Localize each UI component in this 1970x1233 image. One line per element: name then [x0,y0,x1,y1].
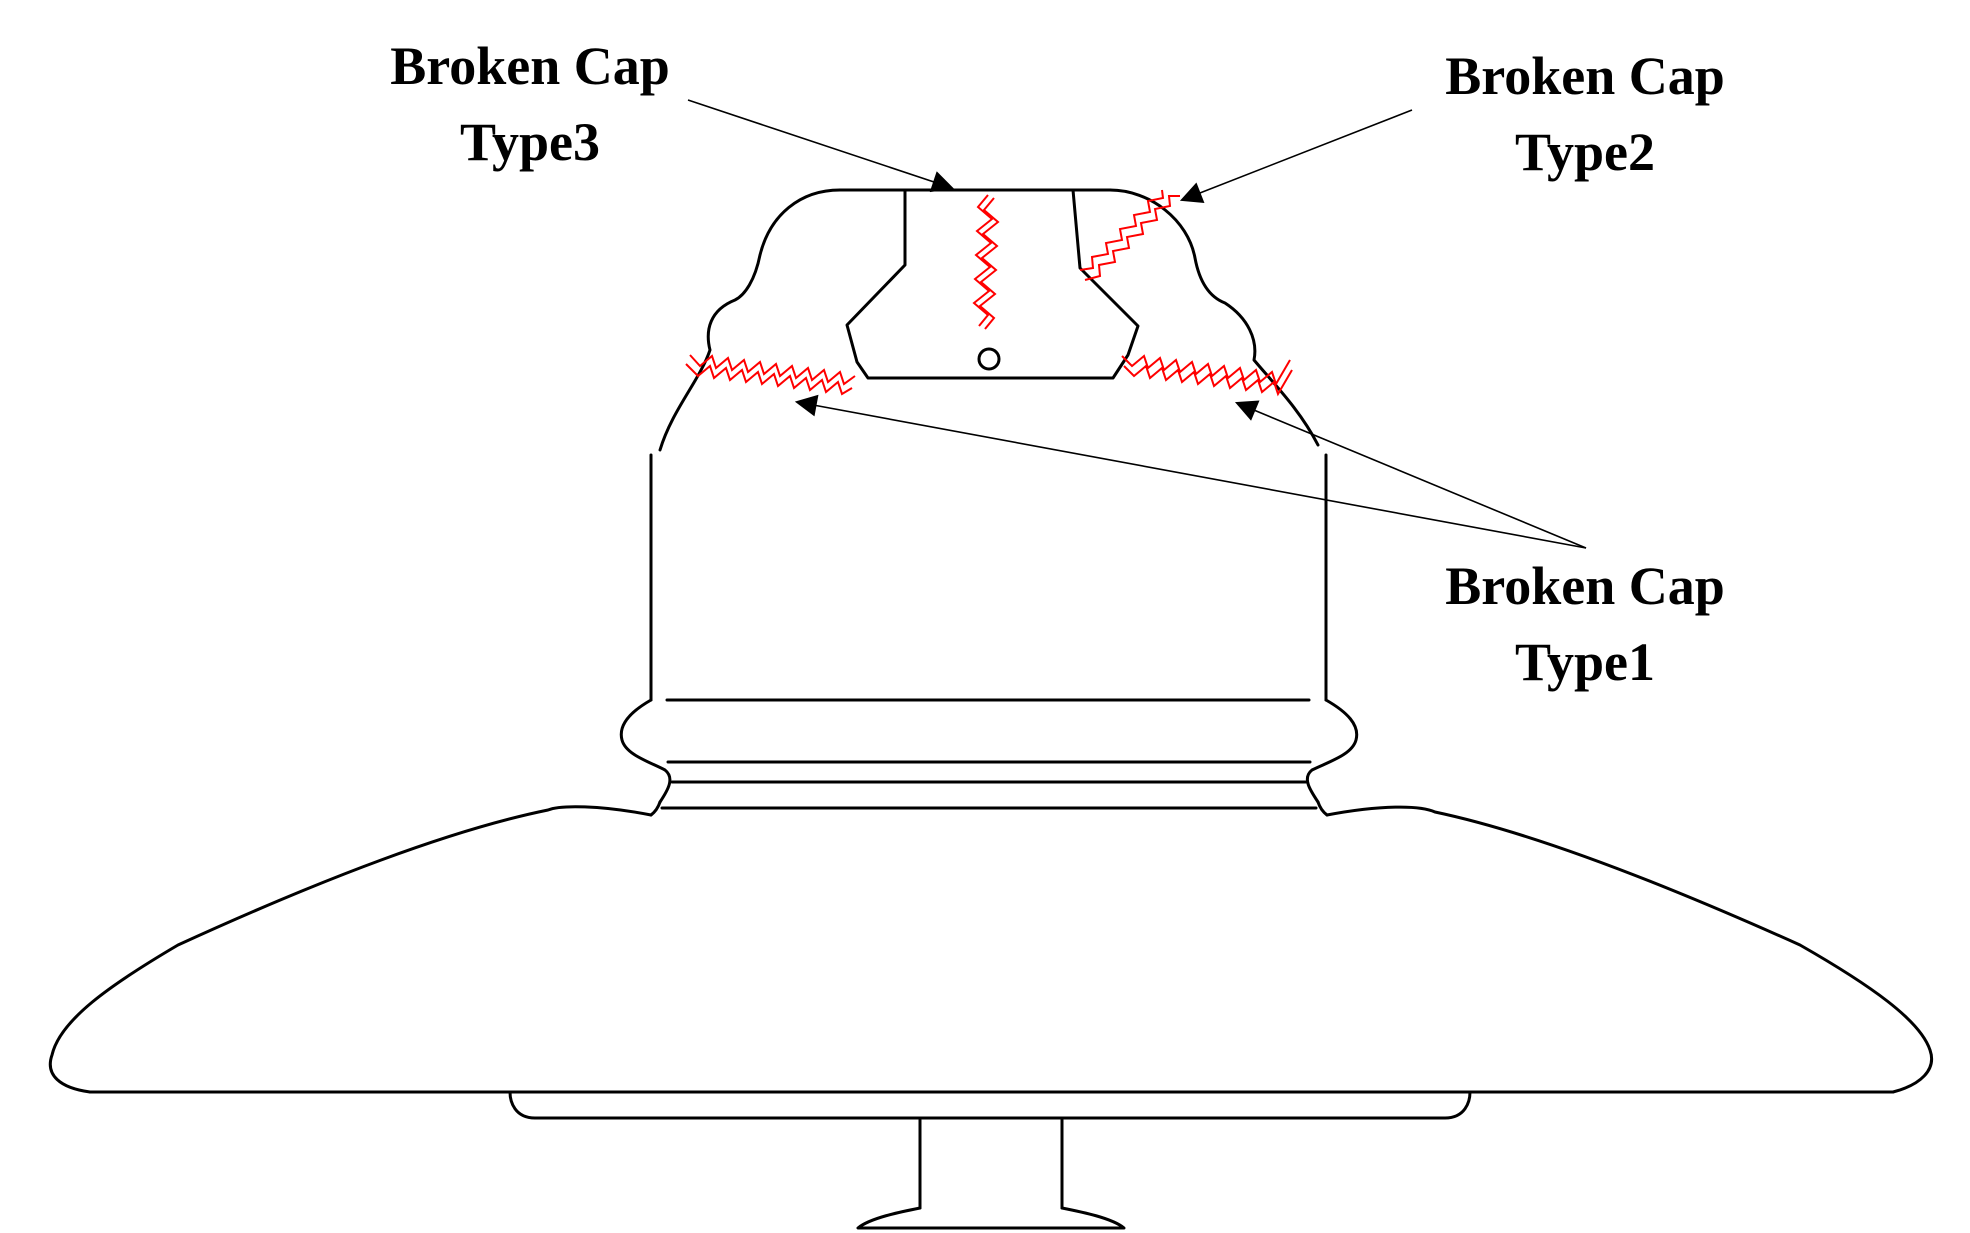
cap-dome-left [658,188,907,452]
insulator-shed [48,805,1933,1120]
crack-type2-b [1084,195,1180,281]
crack-type1-right-a [1121,354,1291,387]
arrow-type1-left [794,394,1587,549]
crack-type1-right-b [1123,364,1293,397]
neck-left [649,800,662,817]
socket-cavity [838,188,1140,380]
shed-rim-under [508,1090,1472,1120]
label-type3-line1: Broken Cap [390,36,670,96]
crack-type1-left-b [685,363,853,396]
arrow-type1-right [1234,400,1587,549]
label-type2-line1: Broken Cap [1445,46,1725,106]
neck-right [1316,800,1329,817]
leader-arrows [687,99,1587,549]
cracks [685,189,1293,397]
arrow-type2 [1179,109,1413,204]
label-type3-line2: Type3 [460,112,600,172]
shed-top-left [48,805,653,1094]
pin-hole [977,347,1001,371]
collar-bulge-left [619,698,672,804]
cap-dome-right [1063,188,1320,447]
shed-top-right [1325,805,1933,1094]
arrow-type3 [687,99,955,193]
pin [856,1118,1126,1230]
label-type1-line2: Type1 [1515,632,1655,692]
collar-bulge-right [1305,698,1359,804]
pin-foot [856,1206,1126,1230]
socket-outline [845,188,1140,380]
label-type1-line1: Broken Cap [1445,556,1725,616]
crack-type1-left-a [689,354,856,386]
crack-type2-a [1079,189,1165,271]
crack-type3-a [972,194,994,327]
labels: Broken Cap Type3 Broken Cap Type2 Broken… [390,36,1725,692]
crack-type3-b [978,197,1000,330]
insulator-cap [619,188,1359,817]
label-type2-line2: Type2 [1515,122,1655,182]
